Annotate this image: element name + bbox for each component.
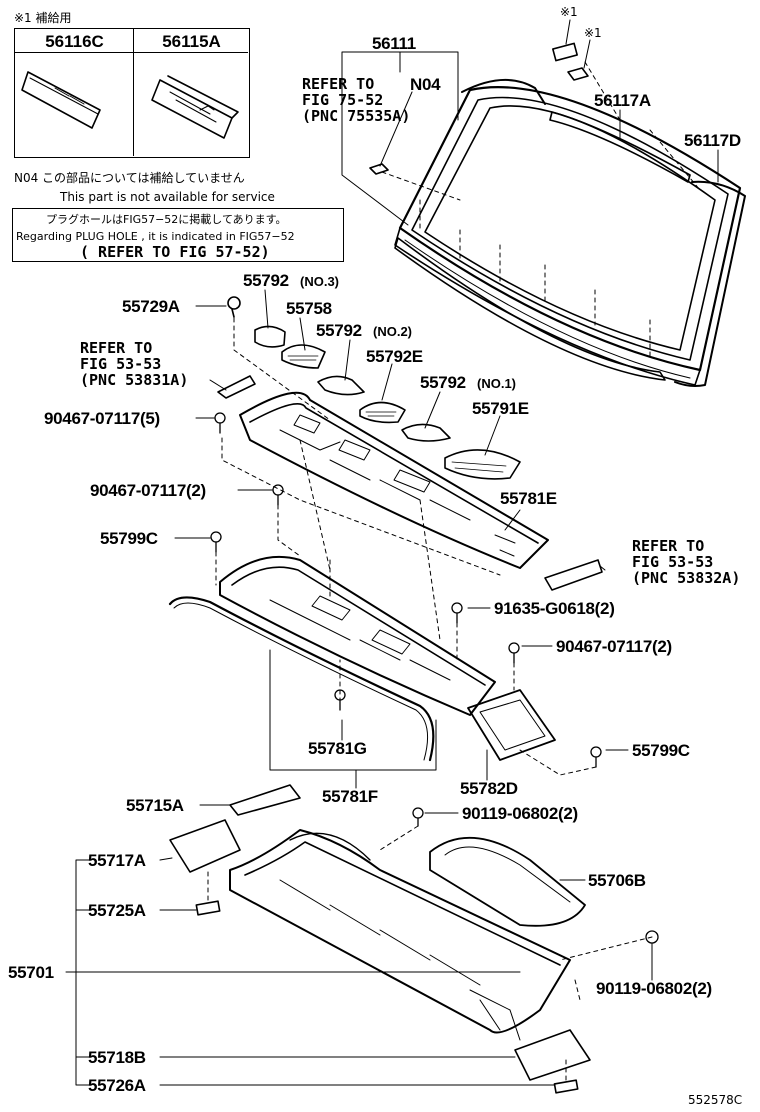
label-56117a: 56117A: [594, 91, 651, 110]
label-55701: 55701: [8, 963, 54, 982]
label-55717a: 55717A: [88, 851, 146, 870]
label-91635: 91635-G0618(2): [494, 599, 615, 618]
cover-55792-no1: [401, 423, 451, 442]
label-55758: 55758: [286, 299, 332, 318]
label-55781f: 55781F: [322, 787, 378, 806]
weatherstrip-55781g: [168, 596, 435, 762]
label-90467-5: 90467-07117(5): [44, 409, 160, 428]
label-55792-no2: 55792: [316, 321, 362, 340]
label-56111: 56111: [372, 34, 416, 53]
n04-note-en: This part is not available for service: [60, 190, 275, 204]
moulding-56117d: [674, 180, 746, 387]
label-55792e: 55792E: [366, 347, 423, 366]
label-55781e: 55781E: [500, 489, 557, 508]
supply-note: ※1 補給用: [14, 11, 72, 25]
cover-55792-no2: [317, 375, 365, 396]
label-no1: (NO.1): [477, 376, 516, 391]
supply-parts-box: [14, 28, 250, 158]
label-no3: (NO.3): [300, 274, 339, 289]
supply-part-56116c: [21, 71, 101, 129]
label-55792-no3: 55792: [243, 271, 289, 290]
label-ref-53-53a: REFER TO FIG 53-53 (PNC 53831A): [80, 339, 189, 389]
label-55726a: 55726A: [88, 1076, 146, 1095]
label-55706b: 55706B: [588, 871, 646, 890]
label-55782d: 55782D: [460, 779, 518, 798]
cowl-top-55781e: [239, 391, 549, 569]
plug-note-en: Regarding PLUG HOLE , it is indicated in…: [16, 230, 295, 243]
dash-panel-55701: [229, 829, 571, 1041]
grille-55758: [281, 344, 326, 369]
label-90467-2a: 90467-07117(2): [90, 481, 206, 500]
label-55718b: 55718B: [88, 1048, 146, 1067]
label-90119-a: 90119-06802(2): [462, 804, 578, 823]
label-55781g: 55781G: [308, 739, 367, 758]
bracket-55718b: [514, 1029, 591, 1081]
supply-part-right-number: 56115A: [162, 32, 221, 51]
supply-box-divider: [133, 28, 134, 156]
label-no2: (NO.2): [373, 324, 412, 339]
supply-part-left-number: 56116C: [45, 32, 104, 51]
grille-55792e: [359, 401, 406, 424]
label-90467-2b: 90467-07117(2): [556, 637, 672, 656]
cover-55792-no3: [254, 325, 286, 348]
n04-note-jp: N04 この部品については補給していません: [14, 171, 245, 185]
label-56117d: 56117D: [684, 131, 741, 150]
bracket-55715a: [229, 784, 301, 816]
supply-box-header-line: [14, 28, 248, 53]
plug-hole-note-box: [12, 208, 344, 262]
label-55799c-b: 55799C: [632, 741, 690, 760]
label-mark-1b: ※1: [584, 26, 602, 40]
grille-55791e: [444, 449, 521, 480]
label-90119-b: 90119-06802(2): [596, 979, 712, 998]
panel-55706b: [429, 836, 586, 927]
plug-note-jp: プラグホールはFIG57−52に掲載してあります。: [46, 213, 287, 226]
plug-note-ref: ( REFER TO FIG 57-52): [80, 243, 270, 261]
supply-part-56115a: [151, 75, 239, 139]
label-n04: N04: [410, 75, 441, 94]
figure-code: 552578C: [688, 1093, 743, 1107]
bracket-55782d: [467, 689, 556, 761]
cowl-panel-outer: [219, 555, 496, 716]
label-ref-75-52: REFER TO FIG 75-52 (PNC 75535A): [302, 75, 411, 125]
label-55799c-a: 55799C: [100, 529, 158, 548]
label-55715a: 55715A: [126, 796, 184, 815]
fasteners: [210, 412, 659, 944]
label-ref-53-53b: REFER TO FIG 53-53 (PNC 53832A): [632, 537, 741, 587]
moulding-56117a: [549, 111, 691, 183]
label-55725a: 55725A: [88, 901, 146, 920]
label-55791e: 55791E: [472, 399, 529, 418]
label-55729a: 55729A: [122, 297, 180, 316]
bracket-55717a: [169, 819, 241, 873]
label-mark-1a: ※1: [560, 5, 578, 19]
label-55792-no1: 55792: [420, 373, 466, 392]
